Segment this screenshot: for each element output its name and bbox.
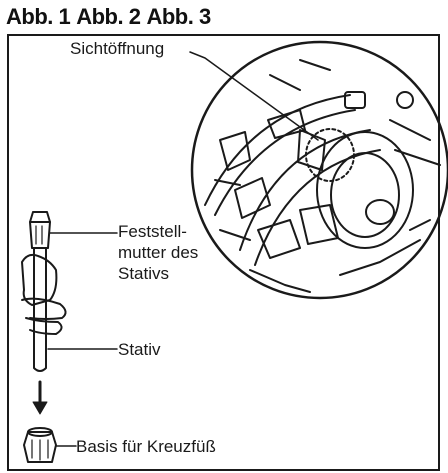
- illustration-frame: [7, 34, 440, 471]
- tripod-stick: [21, 211, 67, 463]
- figure-label-1: Abb. 1: [6, 4, 71, 29]
- figure-label-2: Abb. 2: [76, 4, 141, 29]
- cross-foot-base-label: Basis für Kreuzfüß: [76, 437, 216, 456]
- figure-label-3: Abb. 3: [146, 4, 211, 29]
- sight-window-label: Sichtöffnung: [70, 39, 165, 58]
- sight-window-leader: [189, 51, 319, 141]
- magnified-detail: [190, 40, 448, 300]
- locking-nut-label: Feststell- mutter des Stativs: [118, 222, 199, 283]
- tripod-label: Stativ: [118, 340, 161, 359]
- figure-heading: Abb. 1 Abb. 2 Abb. 3: [6, 4, 211, 30]
